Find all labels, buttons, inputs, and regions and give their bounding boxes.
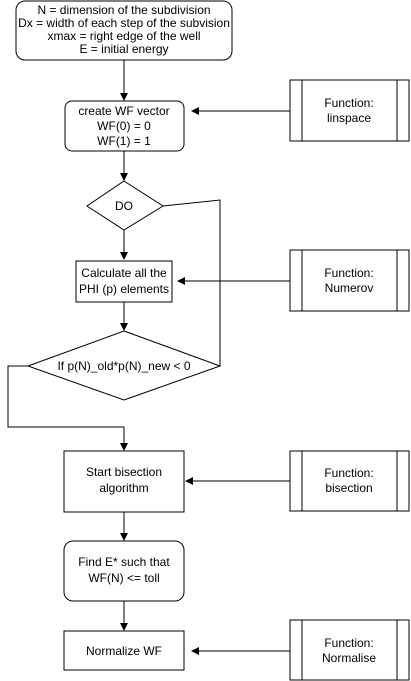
init-box: N = dimension of the subdivision Dx = wi… bbox=[15, 0, 233, 61]
function-bisection-line-2: bisection bbox=[325, 481, 372, 495]
create-wf-line-3: WF(1) = 1 bbox=[97, 134, 151, 148]
function-linspace-line-2: linspace bbox=[327, 111, 371, 125]
function-normalise-line-2: Normalise bbox=[322, 651, 376, 665]
edge-if-to-bisection bbox=[7, 365, 128, 451]
bisection-line-2: algorithm bbox=[99, 481, 148, 495]
edges bbox=[7, 60, 290, 655]
do-diamond: DO bbox=[86, 180, 164, 231]
init-line-3: xmax = right edge of the well bbox=[47, 29, 200, 43]
function-normalise-box: Function: Normalise bbox=[289, 619, 410, 681]
bisection-line-1: Start bisection bbox=[86, 465, 162, 479]
init-line-2: Dx = width of each step of the subvision bbox=[18, 16, 230, 30]
function-numerov-box: Function: Numerov bbox=[289, 249, 410, 312]
if-label: If p(N)_old*p(N)_new < 0 bbox=[57, 359, 190, 373]
calc-phi-line-2: PHI (p) elements bbox=[79, 282, 169, 296]
find-e-line-1: Find E* such that bbox=[78, 555, 170, 569]
bisection-box: Start bisection algorithm bbox=[63, 450, 185, 513]
create-wf-line-1: create WF vector bbox=[78, 104, 169, 118]
calc-phi-line-1: Calculate all the bbox=[81, 266, 167, 280]
normalize-box: Normalize WF bbox=[63, 630, 185, 671]
do-label: DO bbox=[115, 199, 133, 213]
init-line-1: N = dimension of the subdivision bbox=[37, 3, 210, 17]
function-bisection-line-1: Function: bbox=[324, 466, 373, 480]
function-numerov-line-2: Numerov bbox=[325, 281, 374, 295]
edge-if-loop-to-do bbox=[162, 199, 221, 366]
find-e-line-2: WF(N) <= toll bbox=[88, 571, 159, 585]
function-normalise-line-1: Function: bbox=[324, 636, 373, 650]
function-linspace-line-1: Function: bbox=[324, 96, 373, 110]
create-wf-box: create WF vector WF(0) = 0 WF(1) = 1 bbox=[64, 100, 185, 152]
create-wf-line-2: WF(0) = 0 bbox=[97, 119, 151, 133]
calc-phi-box: Calculate all the PHI (p) elements bbox=[75, 260, 173, 303]
normalize-label: Normalize WF bbox=[86, 644, 162, 658]
init-line-4: E = initial energy bbox=[79, 42, 168, 56]
if-diamond: If p(N)_old*p(N)_new < 0 bbox=[26, 330, 222, 401]
function-linspace-box: Function: linspace bbox=[289, 79, 410, 142]
find-e-box: Find E* such that WF(N) <= toll bbox=[63, 540, 185, 602]
function-numerov-line-1: Function: bbox=[324, 266, 373, 280]
function-bisection-box: Function: bisection bbox=[289, 450, 410, 512]
